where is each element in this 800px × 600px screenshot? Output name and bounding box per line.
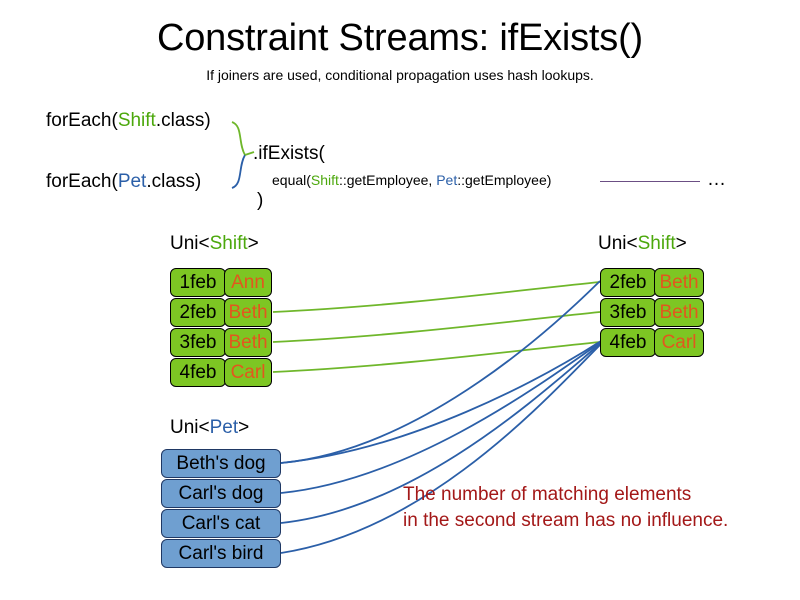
- stream-label-pet-type: Pet: [209, 417, 239, 438]
- shift-name-cell: Beth: [654, 268, 704, 297]
- shift-name-cell: Beth: [224, 328, 272, 357]
- code-equal-first-ref: ::getEmployee,: [338, 172, 437, 188]
- pet-name-cell: Beth's dog: [161, 449, 281, 478]
- code-for-each-shift: forEach(Shift.class): [46, 110, 211, 132]
- page-title: Constraint Streams: ifExists(): [157, 17, 643, 59]
- code-for-each-pet-suffix: .class): [146, 171, 202, 192]
- shift-date-cell: 4feb: [600, 328, 656, 357]
- stream-label-pet-prefix: Uni<: [170, 417, 210, 438]
- table-row[interactable]: 2feb Beth: [600, 268, 704, 297]
- shift-date-cell: 2feb: [170, 298, 226, 327]
- stream-label-shift-right-suffix: >: [675, 233, 687, 254]
- ellipsis-label: …: [707, 169, 726, 190]
- stream-label-shift-left-suffix: >: [247, 233, 259, 254]
- annotation-note: The number of matching elements in the s…: [403, 484, 729, 531]
- stream-label-pet-suffix: >: [238, 417, 250, 438]
- code-for-each-pet-prefix: forEach(: [46, 171, 118, 192]
- list-item[interactable]: Carl's dog: [161, 479, 281, 508]
- shift-date-cell: 4feb: [170, 358, 226, 387]
- stream-label-shift-left-type: Shift: [209, 233, 248, 254]
- list-item[interactable]: Carl's bird: [161, 539, 281, 568]
- code-for-each-pet: forEach(Pet.class): [46, 171, 201, 193]
- shift-name-cell: Carl: [224, 358, 272, 387]
- pet-name-cell: Carl's bird: [161, 539, 281, 568]
- table-row[interactable]: 2feb Beth: [170, 298, 272, 327]
- code-equal-type-pet: Pet: [436, 172, 458, 188]
- code-if-exists: .ifExists(: [253, 143, 325, 164]
- shift-name-cell: Ann: [224, 268, 272, 297]
- code-equal-second-ref: ::getEmployee): [457, 172, 552, 188]
- list-item[interactable]: Beth's dog: [161, 449, 281, 478]
- list-item[interactable]: Carl's cat: [161, 509, 281, 538]
- code-for-each-shift-suffix: .class): [155, 110, 211, 131]
- stream-label-shift-right: Uni<Shift>: [598, 233, 687, 255]
- code-equal-joiner: equal(Shift::getEmployee, Pet::getEmploy…: [272, 172, 551, 189]
- pet-name-cell: Carl's dog: [161, 479, 281, 508]
- stream-label-pet: Uni<Pet>: [170, 417, 249, 439]
- code-equal-prefix: equal(: [272, 172, 311, 188]
- code-for-each-shift-prefix: forEach(: [46, 110, 118, 131]
- equal-connector-rule: [600, 181, 700, 182]
- stream-label-shift-left-prefix: Uni<: [170, 233, 210, 254]
- table-row[interactable]: 4feb Carl: [600, 328, 704, 357]
- stream-label-shift-right-prefix: Uni<: [598, 233, 638, 254]
- table-row[interactable]: 1feb Ann: [170, 268, 272, 297]
- shift-date-cell: 1feb: [170, 268, 226, 297]
- shift-name-cell: Beth: [224, 298, 272, 327]
- code-close-paren: ): [257, 190, 264, 211]
- shift-name-cell: Carl: [654, 328, 704, 357]
- table-row[interactable]: 3feb Beth: [170, 328, 272, 357]
- page-subtitle: If joiners are used, conditional propaga…: [206, 67, 594, 83]
- shift-name-cell: Beth: [654, 298, 704, 327]
- shift-date-cell: 2feb: [600, 268, 656, 297]
- shift-date-cell: 3feb: [170, 328, 226, 357]
- stream-label-shift-right-type: Shift: [637, 233, 676, 254]
- code-equal-type-shift: Shift: [310, 172, 339, 188]
- stream-label-shift-left: Uni<Shift>: [170, 233, 259, 255]
- shift-date-cell: 3feb: [600, 298, 656, 327]
- pet-name-cell: Carl's cat: [161, 509, 281, 538]
- table-row[interactable]: 4feb Carl: [170, 358, 272, 387]
- table-row[interactable]: 3feb Beth: [600, 298, 704, 327]
- code-type-shift: Shift: [117, 110, 156, 131]
- code-type-pet: Pet: [117, 171, 147, 192]
